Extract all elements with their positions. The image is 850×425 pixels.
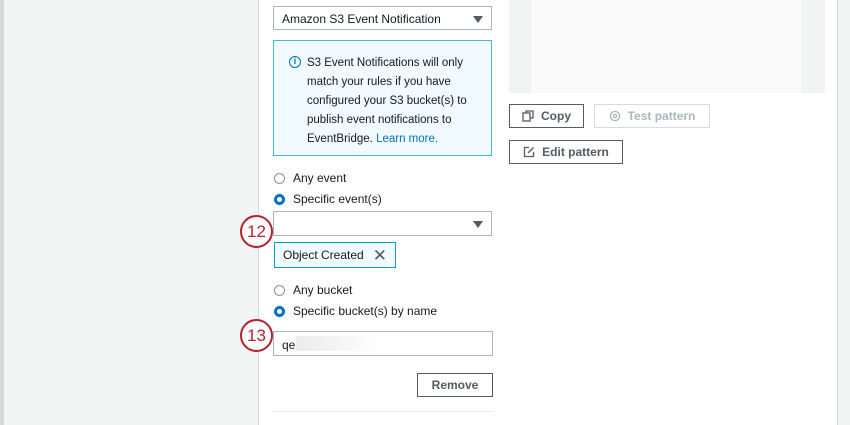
radio-any-bucket[interactable]: Any bucket (274, 282, 352, 298)
bucket-name-value: qe (282, 338, 296, 352)
radio-any-event[interactable]: Any event (274, 170, 346, 186)
radio-button[interactable] (274, 284, 285, 296)
token-label: Object Created (283, 248, 364, 262)
remove-button[interactable]: Remove (417, 373, 493, 397)
event-pattern-editor (531, 0, 801, 93)
remove-button-label: Remove (431, 378, 479, 392)
step-callout-12: 12 (240, 215, 273, 248)
test-pattern-button[interactable]: Test pattern (594, 104, 710, 128)
section-divider (273, 411, 493, 412)
specific-event-select[interactable] (273, 211, 492, 236)
close-icon[interactable]: ✕ (372, 245, 387, 265)
radio-button-selected[interactable] (274, 193, 285, 205)
selected-event-token: Object Created ✕ (274, 242, 396, 268)
test-pattern-button-label: Test pattern (627, 109, 696, 123)
edit-icon (524, 146, 535, 158)
radio-specific-events[interactable]: Specific event(s) (274, 191, 382, 207)
page-frame-right (837, 0, 850, 425)
radio-label-any-event: Any event (293, 171, 347, 185)
event-pattern-preview (509, 0, 825, 93)
event-type-select[interactable]: Amazon S3 Event Notification (273, 6, 492, 30)
radio-label-any-bucket: Any bucket (293, 283, 353, 297)
copy-button[interactable]: Copy (509, 104, 584, 128)
learn-more-link[interactable]: Learn more. (376, 133, 439, 145)
chevron-down-icon (473, 221, 483, 228)
info-alert: i S3 Event Notifications will only match… (273, 40, 492, 156)
info-alert-message: S3 Event Notifications will only match y… (307, 57, 467, 145)
bucket-name-input[interactable]: qe (273, 331, 493, 356)
info-icon: i (289, 56, 301, 68)
event-type-select-value: Amazon S3 Event Notification (282, 12, 441, 26)
radio-specific-bucket[interactable]: Specific bucket(s) by name (274, 303, 437, 319)
copy-button-label: Copy (541, 109, 571, 123)
edit-pattern-button-label: Edit pattern (542, 145, 609, 159)
step-callout-13: 13 (240, 319, 273, 352)
copy-icon (522, 110, 534, 122)
radio-button[interactable] (274, 172, 285, 184)
edit-pattern-button[interactable]: Edit pattern (509, 140, 623, 164)
chevron-down-icon (473, 16, 483, 23)
radio-button-selected[interactable] (274, 305, 285, 317)
radio-label-specific-bucket: Specific bucket(s) by name (293, 304, 438, 318)
info-alert-text: S3 Event Notifications will only match y… (307, 54, 487, 149)
redacted-text (296, 336, 378, 351)
radio-label-specific-events: Specific event(s) (293, 192, 382, 206)
gear-icon (609, 110, 620, 122)
page-frame-left (0, 0, 4, 425)
